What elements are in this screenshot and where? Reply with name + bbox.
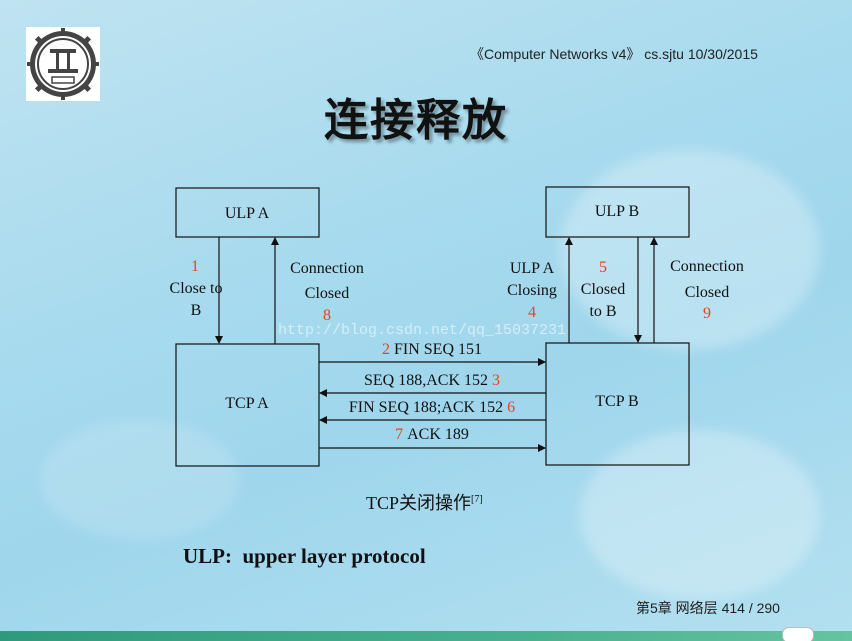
msg-6-text: FIN SEQ 188;ACK 152	[349, 399, 503, 416]
slide-header: 《Computer Networks v4》 cs.sjtu 10/30/201…	[470, 46, 758, 62]
background-highlight	[40, 420, 240, 540]
msg-6-number: 6	[507, 399, 515, 416]
tcp-b-label: TCP B	[595, 393, 638, 410]
step-5-number: 5	[599, 259, 607, 276]
step-1-label-line1: Close to	[170, 280, 223, 297]
step-5-label-line2: to B	[589, 303, 616, 320]
tcp-a-label: TCP A	[225, 395, 269, 412]
step-8-label-line2: Closed	[305, 285, 349, 302]
ulp-a-box	[175, 187, 320, 238]
step-9-label-line1: Connection	[670, 258, 744, 275]
tcp-b-box	[545, 342, 690, 466]
university-logo	[26, 27, 100, 101]
slide-title-text: 连接释放	[324, 95, 508, 146]
step-4-label-line1: ULP A	[510, 260, 555, 277]
msg-3-text: SEQ 188,ACK 152	[364, 372, 488, 389]
caption-ref: [7]	[471, 494, 483, 505]
step-4-number: 4	[528, 304, 536, 321]
bottom-progress-bar	[0, 631, 852, 641]
watermark: http://blog.csdn.net/qq_15037231	[278, 322, 567, 339]
background-highlight	[580, 430, 820, 600]
caption-text: TCP关闭操作	[366, 493, 472, 513]
step-1-label-line2: B	[191, 302, 202, 319]
msg-2-text: FIN SEQ 151	[394, 341, 482, 358]
slide-footer: 第5章 网络层 414 / 290	[636, 600, 780, 616]
tcp-a-box	[175, 343, 320, 467]
scroll-handle[interactable]	[782, 627, 814, 641]
step-4-label-line2: Closing	[507, 282, 557, 299]
step-9-number: 9	[703, 305, 711, 322]
background-highlight	[560, 150, 820, 350]
figure-caption: TCP关闭操作[7]	[366, 489, 483, 515]
step-8-number: 8	[323, 307, 331, 324]
step-1-number: 1	[191, 258, 199, 275]
ulp-b-label: ULP B	[595, 203, 639, 220]
msg-2-number: 2	[382, 341, 390, 358]
msg-3-number: 3	[492, 372, 500, 389]
ulp-a-label: ULP A	[225, 205, 270, 222]
msg-7-number: 7	[395, 426, 403, 443]
ulp-b-box	[545, 186, 690, 238]
ulp-definition: ULP: upper layer protocol	[183, 544, 426, 568]
slide-title: 连接释放	[0, 84, 852, 148]
step-9-label-line2: Closed	[685, 284, 729, 301]
step-5-label-line1: Closed	[581, 281, 625, 298]
step-8-label-line1: Connection	[290, 260, 364, 277]
msg-7-text: ACK 189	[407, 426, 469, 443]
